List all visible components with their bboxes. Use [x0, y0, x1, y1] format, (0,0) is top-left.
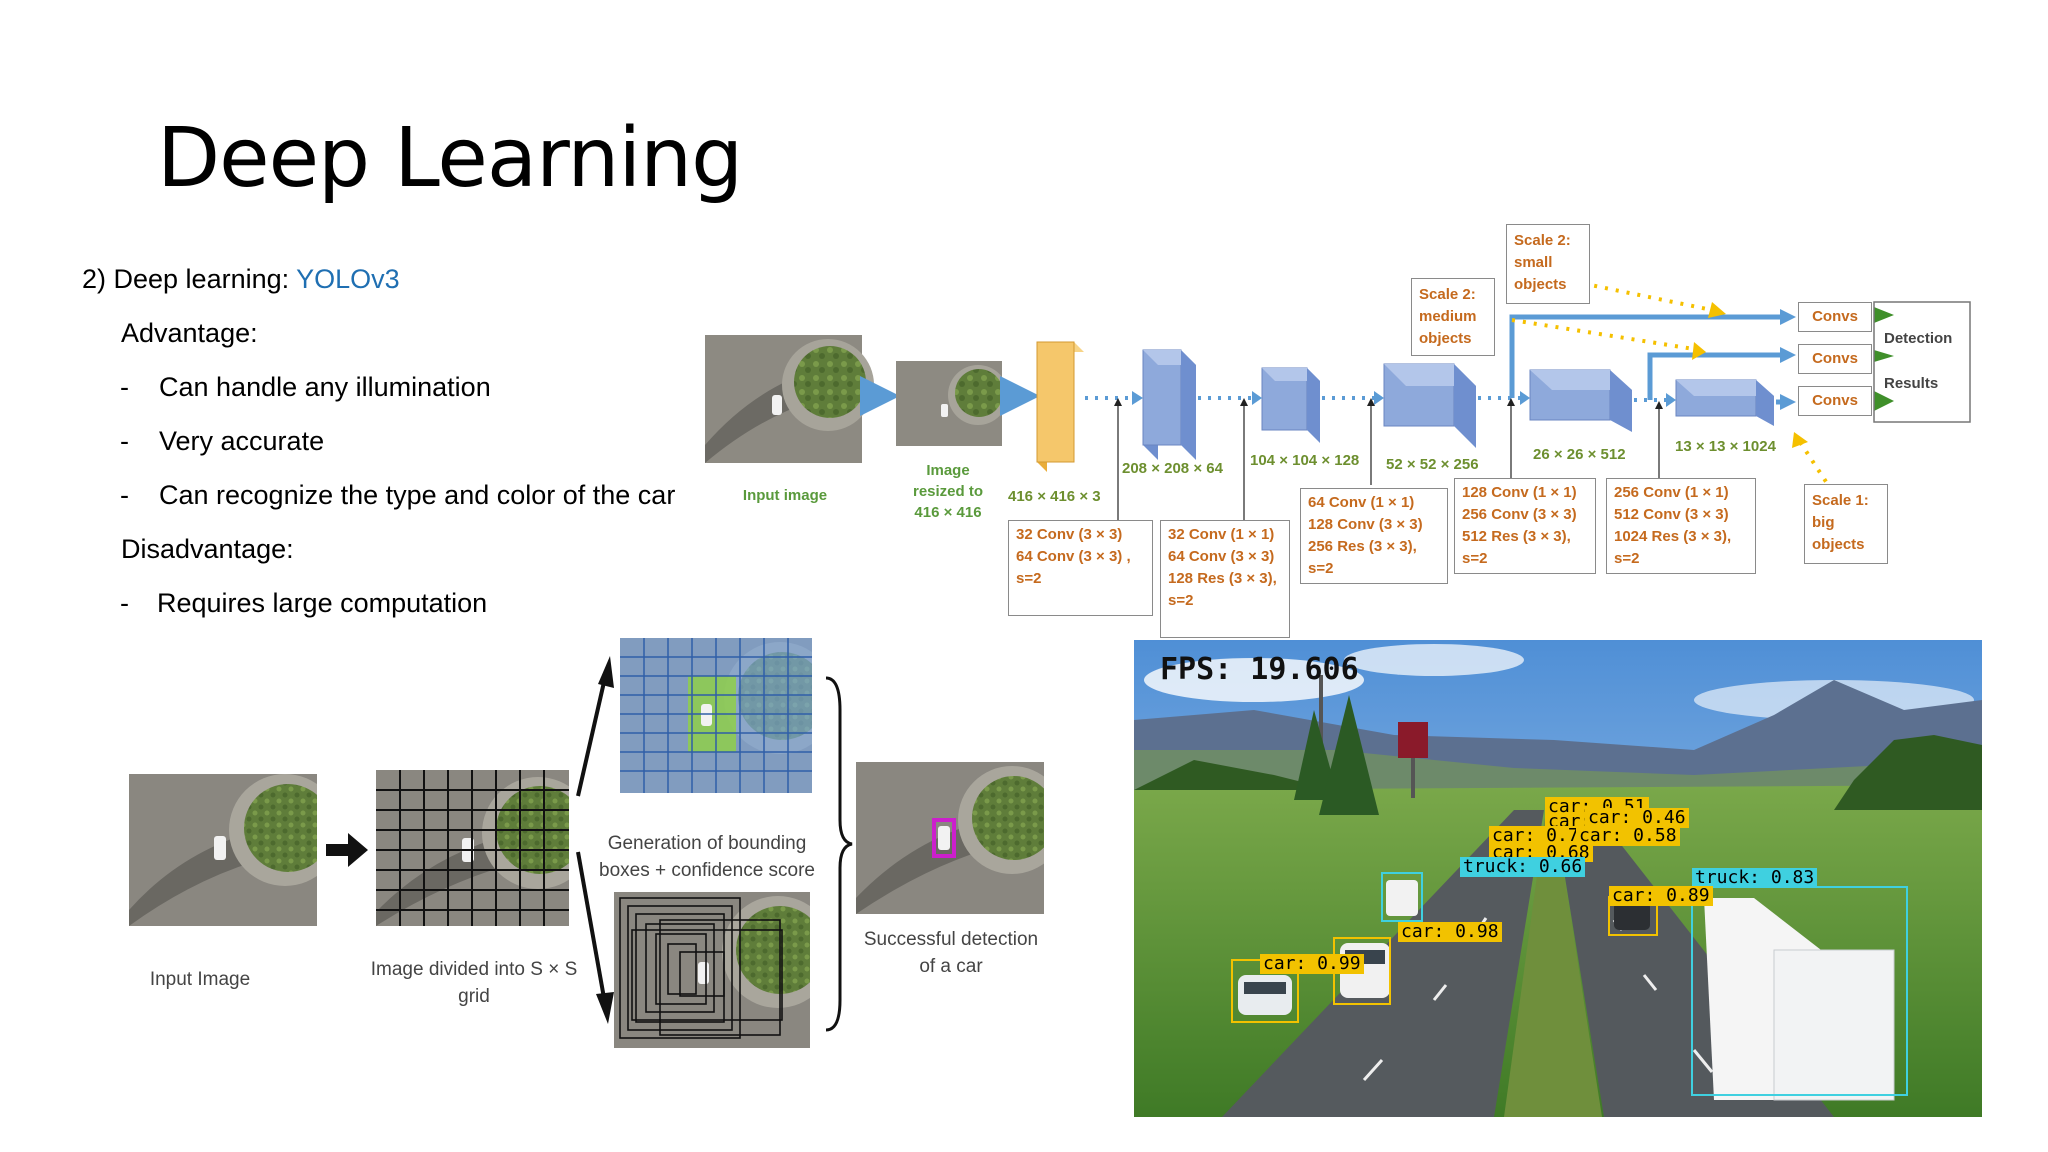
fork-arrows — [576, 681, 606, 999]
dotted-connectors — [1085, 396, 1666, 402]
input-image-caption: Input Image — [149, 969, 251, 990]
highway-scene — [1134, 640, 1982, 1117]
detection-triangles — [1874, 307, 1894, 411]
resized-image-thumbnail — [896, 361, 1008, 446]
disadvantage-heading: Disadvantage: — [121, 534, 294, 564]
results-label: Results — [1884, 375, 1939, 392]
yolov3-link[interactable]: YOLOv3 — [296, 264, 400, 294]
feature-map-cube — [1529, 369, 1632, 432]
right-arrow-icon — [326, 833, 368, 867]
detection-label: car: 0.98 — [1398, 922, 1502, 942]
advantage-heading: Advantage: — [121, 318, 258, 348]
detection-label: car: 0.99 — [1260, 954, 1364, 974]
merge-brace — [825, 676, 853, 1032]
detection-caption: Successful detection of a car — [863, 929, 1039, 977]
detection-label: car: 0.58 — [1576, 826, 1680, 846]
dim-label: 104 × 104 × 128 — [1250, 452, 1360, 469]
bullet-dash: - — [120, 426, 129, 456]
detection-label: truck: 0.66 — [1460, 857, 1586, 877]
intro-prefix: 2) Deep learning: — [82, 264, 297, 294]
input-image-thumbnail — [705, 335, 874, 463]
page-title: Deep Learning — [157, 111, 743, 206]
feature-map-cube — [1383, 363, 1476, 448]
fps-counter: FPS: 19.606 — [1160, 652, 1359, 687]
dim-label: 26 × 26 × 512 — [1533, 446, 1626, 463]
input-tensor-slab — [1036, 341, 1084, 472]
grid-detection-diagram: Input Image Image divided into S × S gri… — [120, 630, 1060, 1060]
conv-block-2: 32 Conv (1 × 1) 64 Conv (3 × 3) 128 Res … — [1160, 520, 1290, 638]
feature-map-cube — [1261, 367, 1320, 443]
grid-caption: Image divided into S × S grid — [370, 959, 578, 1007]
feature-map-cube — [1142, 349, 1196, 460]
disadvantage-item: Requires large computation — [157, 588, 488, 618]
resized-caption: Image resized to 416 × 416 — [912, 462, 984, 521]
bullet-dash: - — [120, 480, 129, 510]
grid-diagram-graphics — [129, 638, 1044, 1048]
advantage-item: Can handle any illumination — [159, 372, 491, 402]
input-image-caption: Input image — [742, 487, 828, 504]
bbox-caption: Generation of bounding boxes + confidenc… — [599, 833, 815, 881]
conv-block-5: 256 Conv (1 × 1) 512 Conv (3 × 3) 1024 R… — [1606, 478, 1756, 574]
advantage-item: Very accurate — [159, 426, 325, 456]
conv-block-1: 32 Conv (3 × 3) 64 Conv (3 × 3) , s=2 — [1008, 520, 1153, 616]
bullet-dash: - — [120, 588, 129, 618]
convs-box: Convs — [1798, 302, 1872, 332]
intro-line: 2) Deep learning: YOLOv3 — [82, 266, 400, 293]
grid-image-thumbnail — [376, 770, 569, 926]
dim-label: 52 × 52 × 256 — [1386, 456, 1479, 473]
scale-big-box: Scale 1: big objects — [1804, 484, 1888, 564]
detection-label: car: 0.46 — [1585, 808, 1689, 828]
scale-medium-box: Scale 2: medium objects — [1411, 278, 1495, 356]
bounding-grid-thumbnail — [620, 638, 812, 793]
dim-label: 208 × 208 × 64 — [1122, 460, 1223, 477]
feature-map-cube — [1675, 379, 1774, 426]
convs-box: Convs — [1798, 344, 1872, 374]
advantage-item: Can recognize the type and color of the … — [159, 480, 676, 510]
detection-label: car: 0.72 — [1489, 826, 1593, 846]
vehicle-shapes — [1238, 880, 1895, 1101]
detected-car-thumbnail — [856, 762, 1044, 914]
bounding-boxes-thumbnail — [614, 892, 810, 1048]
dim-label: 13 × 13 × 1024 — [1675, 438, 1776, 455]
detection-label: truck: 0.83 — [1692, 868, 1818, 888]
scale-small-box: Scale 2: small objects — [1506, 224, 1590, 304]
highway-detection-frame: FPS: 19.606 car: 0.51 car: car: 0.46 car… — [1134, 640, 1982, 1117]
input-image-thumbnail — [129, 774, 317, 926]
connector-heads — [1132, 391, 1676, 407]
dim-label: 416 × 416 × 3 — [1008, 488, 1101, 505]
detection-label: car: 0.89 — [1609, 886, 1713, 906]
yolo-architecture-diagram: Input image Image resized to 416 × 416 4… — [700, 220, 1980, 638]
bullet-dash: - — [120, 372, 129, 402]
detection-label: Detection — [1884, 330, 1953, 347]
detection-results-box — [1873, 301, 1971, 423]
conv-block-4: 128 Conv (1 × 1) 256 Conv (3 × 3) 512 Re… — [1454, 478, 1596, 574]
conv-block-3: 64 Conv (1 × 1) 128 Conv (3 × 3) 256 Res… — [1300, 488, 1448, 584]
convs-box: Convs — [1798, 386, 1872, 416]
block-pointers — [1117, 402, 1660, 520]
